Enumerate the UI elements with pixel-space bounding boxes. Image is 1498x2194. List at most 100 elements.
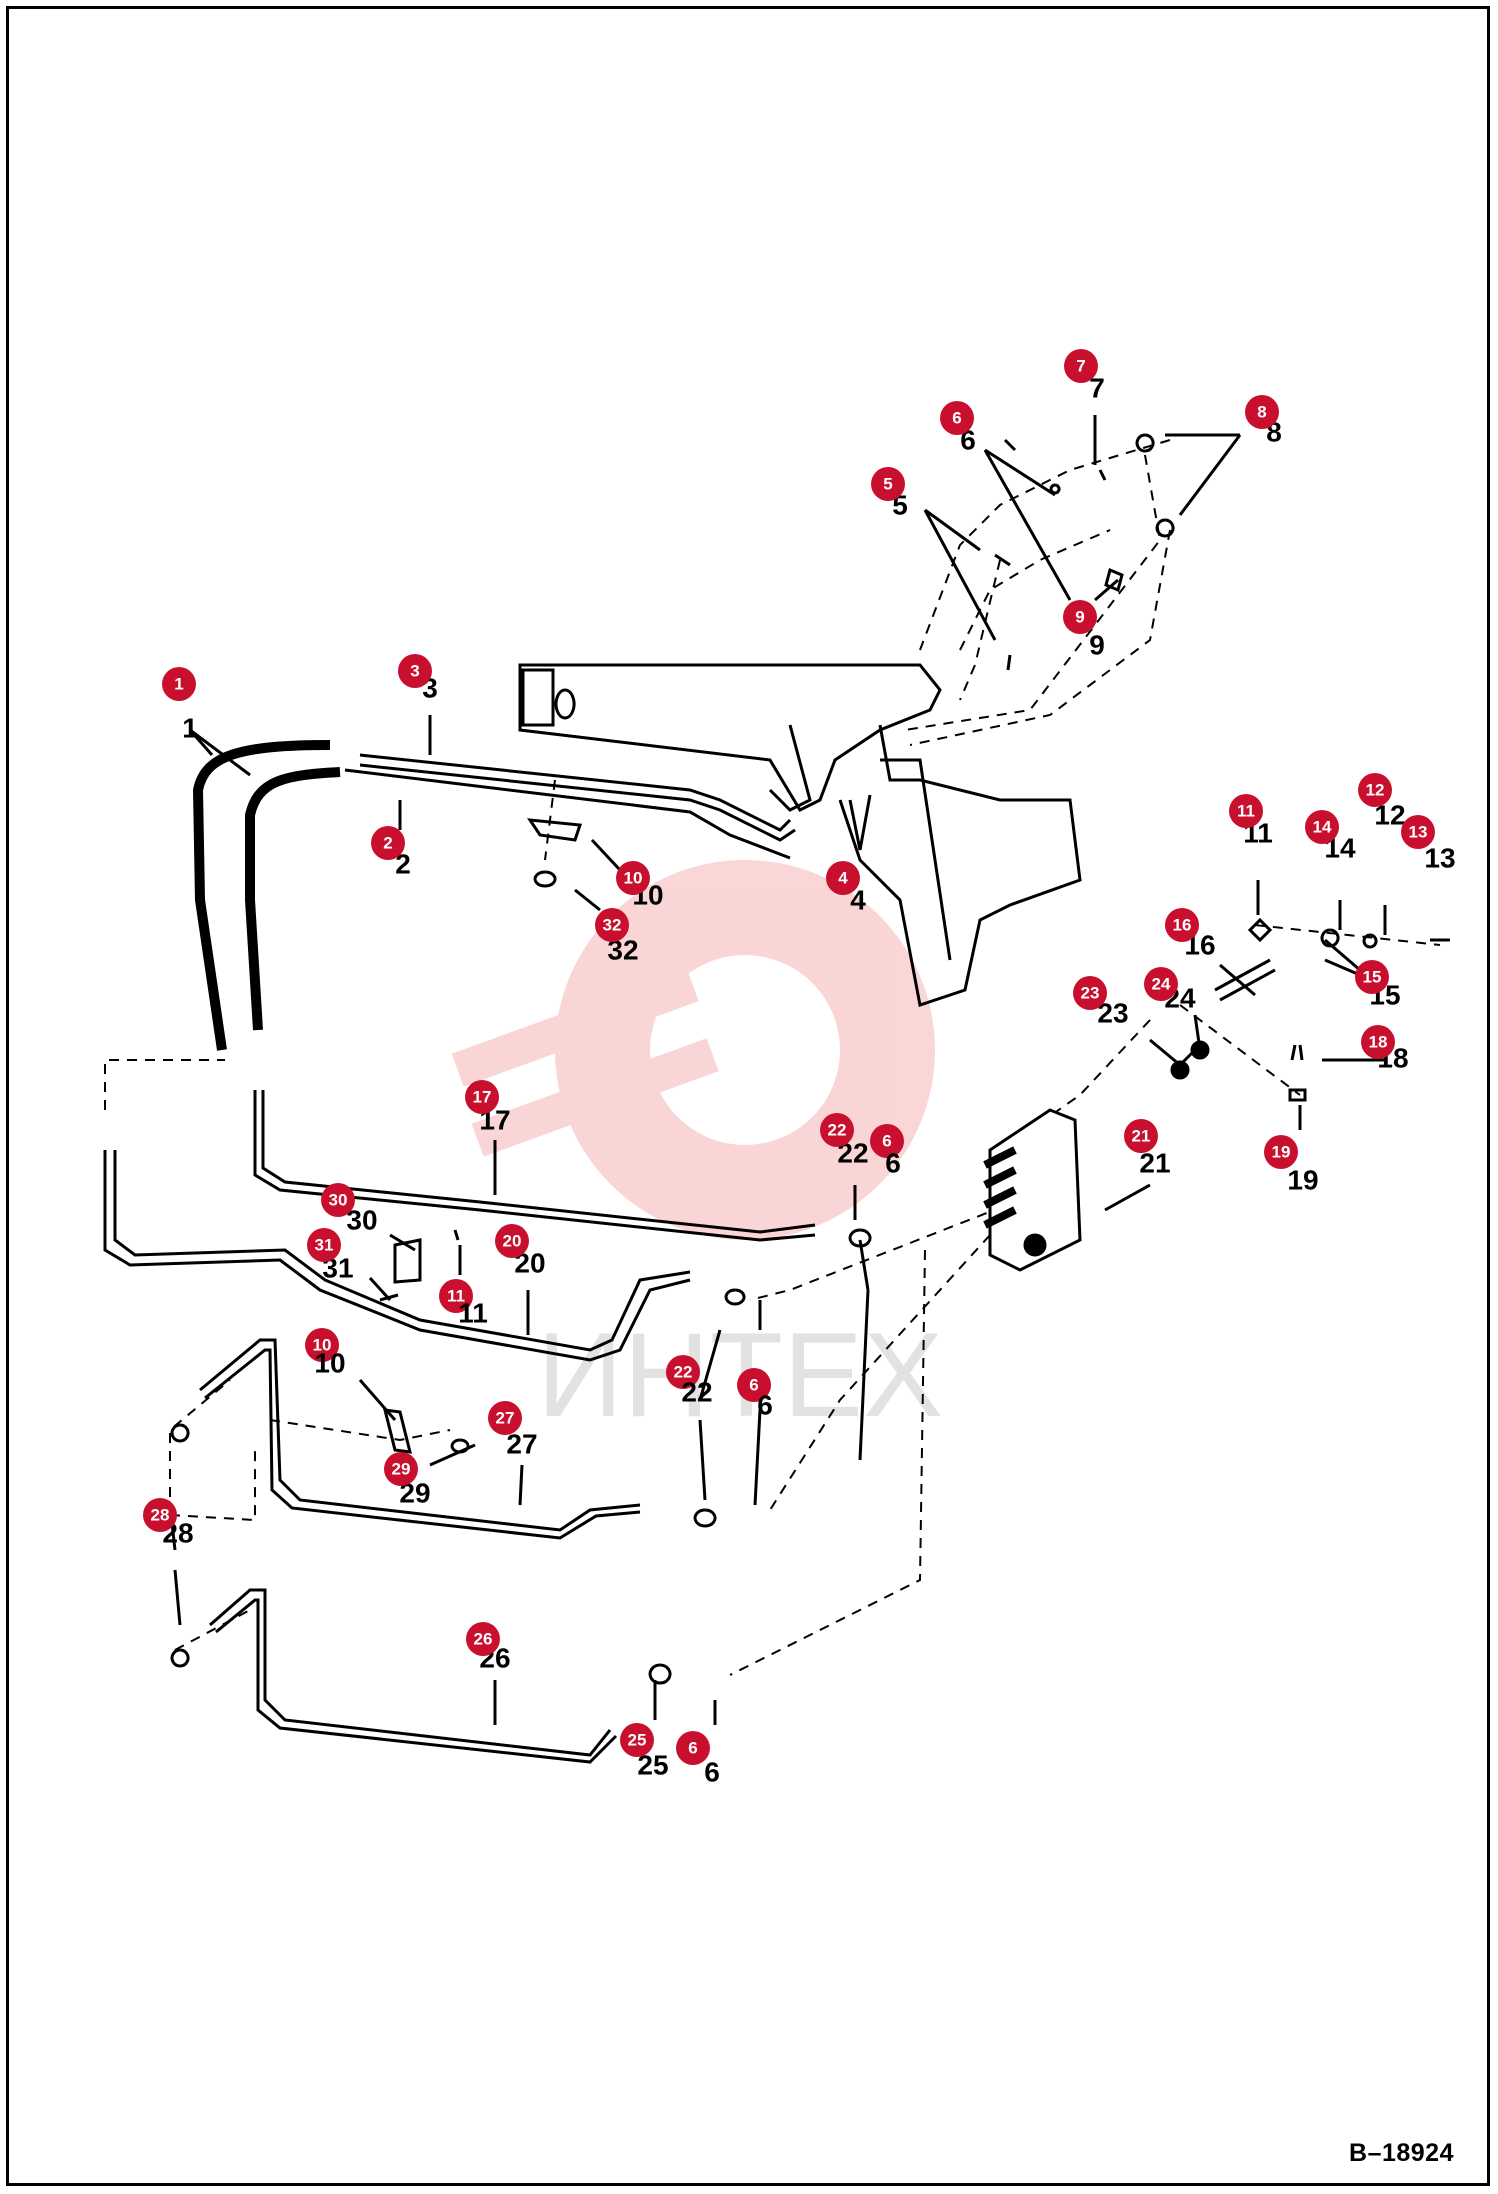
control-valve <box>983 1108 1082 1272</box>
callout-badges: 1 2 3 4 5 6 7 8 9 10 11 12 13 14 15 16 1… <box>143 349 1435 1765</box>
callout-30[interactable]: 30 <box>321 1183 355 1217</box>
svg-text:7: 7 <box>1076 357 1085 376</box>
part-label-13: 13 <box>1424 843 1455 874</box>
part-labels: 1 2 3 4 5 6 7 8 9 10 11 12 13 14 15 16 1… <box>162 373 1455 1781</box>
callout-22-lower[interactable]: 22 <box>666 1355 700 1389</box>
callout-4[interactable]: 4 <box>826 861 860 895</box>
callout-22-upper[interactable]: 22 <box>820 1113 854 1147</box>
svg-text:1: 1 <box>174 675 183 694</box>
callout-1[interactable]: 1 <box>162 667 196 701</box>
callout-5[interactable]: 5 <box>871 467 905 501</box>
part-label-1: 1 <box>182 713 198 744</box>
callout-13[interactable]: 13 <box>1401 815 1435 849</box>
svg-text:24: 24 <box>1152 975 1171 994</box>
callout-15[interactable]: 15 <box>1355 960 1389 994</box>
svg-text:10: 10 <box>313 1336 332 1355</box>
svg-text:9: 9 <box>1075 608 1084 627</box>
bracket-assembly <box>518 663 1082 1007</box>
svg-text:29: 29 <box>392 1460 411 1479</box>
callout-11-upper[interactable]: 11 <box>1229 794 1263 828</box>
svg-text:6: 6 <box>882 1132 891 1151</box>
svg-text:21: 21 <box>1132 1127 1151 1146</box>
callout-6-mid[interactable]: 6 <box>870 1124 904 1158</box>
svg-text:12: 12 <box>1366 781 1385 800</box>
callout-26[interactable]: 26 <box>466 1622 500 1656</box>
linkage-parts <box>1170 917 1450 1102</box>
svg-text:2: 2 <box>383 834 392 853</box>
svg-text:22: 22 <box>828 1121 847 1140</box>
svg-text:26: 26 <box>474 1630 493 1649</box>
svg-text:14: 14 <box>1313 818 1332 837</box>
svg-text:15: 15 <box>1363 968 1382 987</box>
callout-7[interactable]: 7 <box>1064 349 1098 383</box>
callout-3[interactable]: 3 <box>398 654 432 688</box>
part-label-22-lower: 22 <box>681 1377 712 1408</box>
svg-text:10: 10 <box>624 869 643 888</box>
callout-27[interactable]: 27 <box>488 1401 522 1435</box>
callout-28[interactable]: 28 <box>143 1498 177 1532</box>
part-label-7: 7 <box>1089 373 1105 404</box>
part-label-10-lower: 10 <box>314 1348 345 1379</box>
part-label-27: 27 <box>506 1429 537 1460</box>
part-label-6-mid: 6 <box>885 1148 901 1179</box>
svg-text:23: 23 <box>1081 984 1100 1003</box>
svg-text:6: 6 <box>688 1739 697 1758</box>
part-leader-lines <box>168 415 1387 1725</box>
callout-10-upper[interactable]: 10 <box>616 861 650 895</box>
callout-32[interactable]: 32 <box>595 908 629 942</box>
tube-lines-lower <box>103 1090 816 1764</box>
part-label-6-lower: 6 <box>757 1390 773 1421</box>
figure-id: B–18924 <box>1349 2139 1454 2167</box>
svg-text:13: 13 <box>1409 823 1428 842</box>
callout-20[interactable]: 20 <box>495 1224 529 1258</box>
callout-8[interactable]: 8 <box>1245 395 1279 429</box>
callout-12[interactable]: 12 <box>1358 773 1392 807</box>
hose-assembly <box>192 740 341 1051</box>
svg-text:30: 30 <box>329 1191 348 1210</box>
svg-text:11: 11 <box>1237 802 1255 821</box>
svg-text:32: 32 <box>603 916 622 935</box>
callout-10-lower[interactable]: 10 <box>305 1328 339 1362</box>
svg-text:25: 25 <box>628 1731 647 1750</box>
svg-text:17: 17 <box>473 1088 492 1107</box>
callout-23[interactable]: 23 <box>1073 976 1107 1010</box>
callout-21[interactable]: 21 <box>1124 1119 1158 1153</box>
part-label-6-bottom: 6 <box>704 1757 720 1788</box>
callout-9[interactable]: 9 <box>1063 600 1097 634</box>
callout-31[interactable]: 31 <box>307 1228 341 1262</box>
callout-25[interactable]: 25 <box>620 1723 654 1757</box>
dashed-leader-lines <box>104 439 1441 1676</box>
callout-6-top[interactable]: 6 <box>940 401 974 435</box>
callout-16[interactable]: 16 <box>1165 908 1199 942</box>
svg-text:11: 11 <box>447 1287 465 1306</box>
tube-lines-upper <box>344 753 796 860</box>
callout-18[interactable]: 18 <box>1361 1025 1395 1059</box>
callout-24[interactable]: 24 <box>1144 967 1178 1001</box>
callout-6-bottom[interactable]: 6 <box>676 1731 710 1765</box>
svg-text:6: 6 <box>749 1376 758 1395</box>
callout-17[interactable]: 17 <box>465 1080 499 1114</box>
callout-6-lower[interactable]: 6 <box>737 1368 771 1402</box>
part-label-4: 4 <box>850 885 866 916</box>
clamp-parts-upper <box>526 818 583 888</box>
callout-2[interactable]: 2 <box>371 826 405 860</box>
callout-14[interactable]: 14 <box>1305 810 1339 844</box>
fittings <box>170 433 1175 1685</box>
svg-text:8: 8 <box>1257 403 1266 422</box>
callout-29[interactable]: 29 <box>384 1452 418 1486</box>
part-labels-duplicates: 6 6 6 22 11 10 <box>314 1148 900 1788</box>
svg-text:22: 22 <box>674 1363 693 1382</box>
svg-text:19: 19 <box>1272 1143 1291 1162</box>
svg-text:20: 20 <box>503 1232 522 1251</box>
callout-19[interactable]: 19 <box>1264 1135 1298 1169</box>
part-label-9: 9 <box>1089 630 1105 661</box>
svg-text:28: 28 <box>151 1506 170 1525</box>
callout-11-lower[interactable]: 11 <box>439 1279 473 1313</box>
watermark-logo <box>451 860 935 1240</box>
svg-text:18: 18 <box>1369 1033 1388 1052</box>
svg-text:4: 4 <box>838 869 848 888</box>
svg-text:3: 3 <box>410 662 419 681</box>
part-label-21: 21 <box>1139 1148 1170 1179</box>
svg-text:6: 6 <box>952 409 961 428</box>
